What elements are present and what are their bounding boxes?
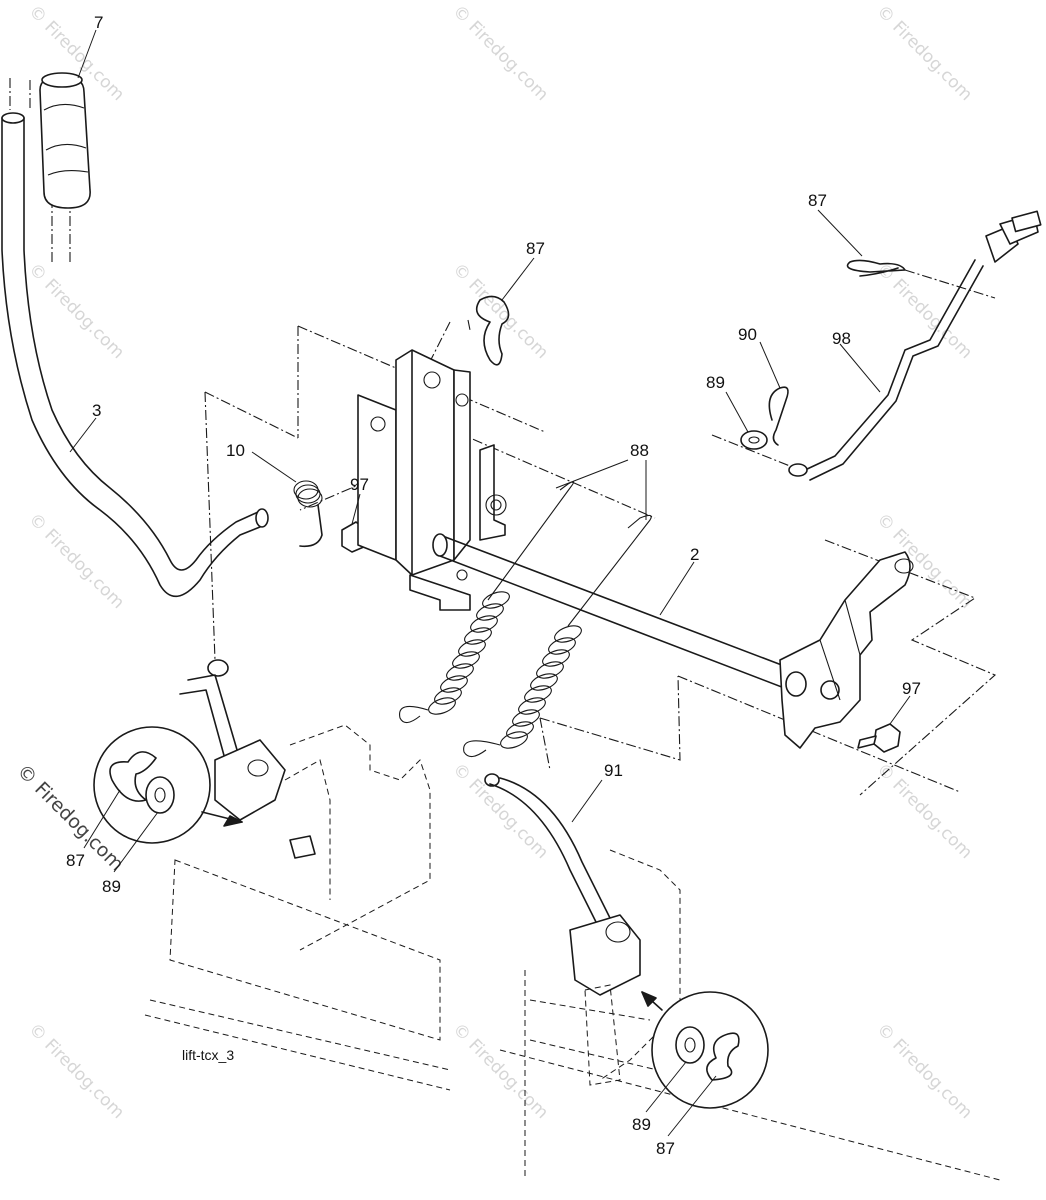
callout-89-detail-left: 89 — [102, 877, 121, 896]
callout-90: 90 — [738, 325, 757, 344]
detail-left — [93, 726, 243, 844]
watermark-12: © Firedog.com — [448, 1019, 552, 1123]
watermark-2: © Firedog.com — [448, 1, 552, 105]
watermark-4: © Firedog.com — [24, 259, 128, 363]
callout-89-right: 89 — [706, 373, 725, 392]
height-adjust-rod — [788, 210, 1042, 481]
callout-87-detail-right: 87 — [656, 1139, 675, 1158]
hair-pin-right — [846, 259, 906, 277]
callout-2: 2 — [690, 545, 699, 564]
callouts: 7 3 10 97 87 87 90 89 98 88 2 97 91 87 8… — [66, 13, 921, 1158]
bolt-right — [857, 723, 901, 753]
callout-10: 10 — [226, 441, 245, 460]
handle-grip — [39, 75, 91, 209]
extension-spring-2 — [463, 625, 582, 758]
callout-3: 3 — [92, 401, 101, 420]
torsion-spring — [293, 480, 323, 548]
callout-88: 88 — [630, 441, 649, 460]
callout-87-detail-left: 87 — [66, 851, 85, 870]
extension-spring-1 — [399, 591, 510, 724]
detail-right — [641, 991, 769, 1109]
callout-97-right: 97 — [902, 679, 921, 698]
watermarks: © Firedog.com © Firedog.com © Firedog.co… — [12, 1, 976, 1123]
watermark-6: © Firedog.com — [872, 259, 976, 363]
watermark-13: © Firedog.com — [872, 1019, 976, 1123]
watermark-7: © Firedog.com — [24, 509, 128, 613]
diagram-caption: lift-tcx_3 — [182, 1047, 234, 1063]
callout-98: 98 — [832, 329, 851, 348]
lift-link-left — [179, 659, 316, 859]
leader-lines — [69, 29, 911, 1137]
watermark-9: © Firedog.com — [448, 759, 552, 863]
extension-springs — [399, 481, 652, 758]
lift-handle-assembly — [1, 72, 269, 598]
lift-shaft — [432, 533, 914, 749]
washer-right — [740, 430, 768, 450]
watermark-10: © Firedog.com — [872, 759, 976, 863]
watermark-11: © Firedog.com — [24, 1019, 128, 1123]
handle-rod — [1, 117, 266, 598]
callout-87-right: 87 — [808, 191, 827, 210]
callout-87-top: 87 — [526, 239, 545, 258]
hair-pin-top — [475, 295, 510, 366]
callout-7: 7 — [94, 13, 103, 32]
mount-bracket — [357, 349, 507, 611]
callout-91: 91 — [604, 761, 623, 780]
callout-89-detail-right: 89 — [632, 1115, 651, 1134]
lift-link-right — [484, 773, 641, 996]
callout-97-left: 97 — [350, 475, 369, 494]
watermark-3: © Firedog.com — [872, 1, 976, 105]
clip-90 — [768, 386, 789, 446]
deck-bracket-left — [144, 724, 451, 1091]
